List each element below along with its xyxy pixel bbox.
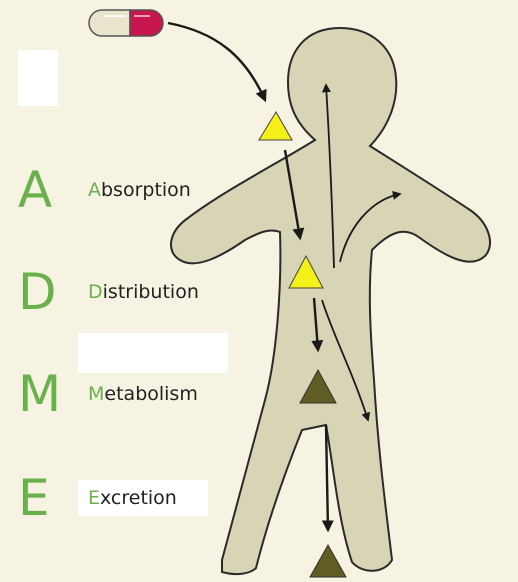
stage-label: Excretion <box>88 486 177 510</box>
stage-letter: D <box>18 262 57 322</box>
pill-capsule-icon <box>89 10 163 36</box>
stage-letter: M <box>18 364 61 424</box>
stage-label: Absorption <box>88 178 191 202</box>
stage-label: Metabolism <box>88 382 198 406</box>
stage-distribution: D Distribution <box>0 262 260 322</box>
stage-metabolism: M Metabolism <box>0 364 260 424</box>
stage-letter: E <box>18 468 50 528</box>
stage-absorption: A Absorption <box>0 160 260 220</box>
stage-letter: A <box>18 160 52 220</box>
olive-triangle-icon <box>310 545 346 577</box>
stage-label: Distribution <box>88 280 199 304</box>
stage-excretion: E Excretion <box>0 468 260 528</box>
yellow-triangle-icon <box>259 112 292 140</box>
arrow-pill-to-absorption <box>168 23 265 100</box>
